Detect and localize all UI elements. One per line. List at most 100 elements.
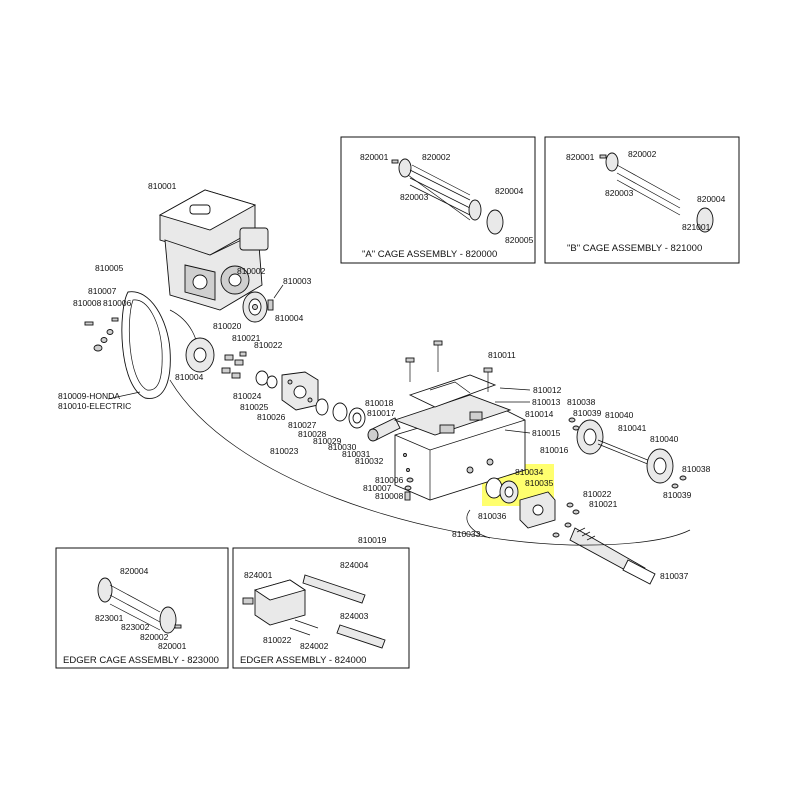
label-a-820001: 820001 — [360, 152, 389, 162]
arc-810019 — [169, 379, 691, 546]
label-g-824003: 824003 — [340, 611, 369, 621]
label-810040a: 810040 — [605, 410, 634, 420]
axle-810041[interactable] — [597, 439, 656, 468]
label-e-823001: 823001 — [95, 613, 124, 623]
label-a-820004: 820004 — [495, 186, 524, 196]
label-b-821001: 821001 — [682, 222, 711, 232]
bolts-810006-810008[interactable] — [84, 317, 119, 352]
label-810009: 810009-HONDA — [58, 391, 120, 401]
label-810016: 810016 — [540, 445, 569, 455]
caption-b-cage: "B" CAGE ASSEMBLY - 821000 — [567, 243, 702, 254]
wheel-810040-b[interactable] — [646, 448, 674, 484]
pulley-810004[interactable] — [185, 337, 215, 373]
label-810035: 810035 — [525, 478, 554, 488]
bolts-810011[interactable] — [405, 340, 493, 392]
label-810010: 810010-ELECTRIC — [58, 401, 131, 411]
bracket-810036[interactable] — [519, 491, 556, 529]
label-b-820003: 820003 — [605, 188, 634, 198]
label-810015: 810015 — [532, 428, 561, 438]
label-810011: 810011 — [488, 350, 516, 360]
label-810003: 810003 — [283, 276, 312, 286]
label-810005: 810005 — [95, 263, 124, 273]
label-810036: 810036 — [478, 511, 507, 521]
label-810006a: 810006 — [103, 298, 132, 308]
label-b-820002: 820002 — [628, 149, 657, 159]
handle-810037[interactable] — [569, 527, 656, 585]
label-810008b: 810008 — [375, 491, 404, 501]
label-810014: 810014 — [525, 409, 554, 419]
label-810027: 810027 — [288, 420, 317, 430]
label-e-823002: 823002 — [121, 622, 150, 632]
label-a-820003: 820003 — [400, 192, 429, 202]
shaft-810017[interactable] — [367, 417, 401, 442]
label-g-824002: 824002 — [300, 641, 329, 651]
bolts-810021-810022[interactable] — [552, 502, 580, 538]
label-810020: 810020 — [213, 321, 242, 331]
label-810012: 810012 — [533, 385, 562, 395]
label-810018: 810018 — [365, 398, 394, 408]
label-g-810022: 810022 — [263, 635, 292, 645]
label-e-820001: 820001 — [158, 641, 187, 651]
edger-drawing[interactable] — [242, 574, 386, 649]
caption-a-cage: "A" CAGE ASSEMBLY - 820000 — [362, 249, 497, 260]
label-e-820004: 820004 — [120, 566, 149, 576]
label-810022b: 810022 — [583, 489, 612, 499]
label-810037: 810037 — [660, 571, 689, 581]
label-810008a: 810008 — [73, 298, 102, 308]
label-a-820002: 820002 — [422, 152, 451, 162]
box-edger-cage — [55, 547, 229, 669]
label-810034: 810034 — [515, 467, 544, 477]
label-810026: 810026 — [257, 412, 286, 422]
label-810041: 810041 — [618, 423, 647, 433]
caption-edger-cage: EDGER CAGE ASSEMBLY - 823000 — [63, 655, 219, 666]
washers-810028-810031[interactable] — [315, 398, 366, 429]
b-cage-drawing[interactable] — [599, 152, 714, 233]
label-810013: 810013 — [532, 397, 561, 407]
box-b-cage — [544, 136, 740, 264]
edger-cage-drawing[interactable] — [97, 577, 182, 634]
label-810032: 810032 — [355, 456, 384, 466]
key-810004[interactable] — [267, 299, 274, 311]
label-a-820005: 820005 — [505, 235, 534, 245]
label-810024: 810024 — [233, 391, 262, 401]
label-810038a: 810038 — [567, 397, 596, 407]
label-810001: 810001 — [148, 181, 177, 191]
label-b-820004: 820004 — [697, 194, 726, 204]
box-a-cage — [340, 136, 536, 264]
bearing-810035[interactable] — [499, 480, 519, 504]
label-810040b: 810040 — [650, 434, 679, 444]
label-810031: 810031 — [342, 449, 371, 459]
label-b-820001: 820001 — [566, 152, 595, 162]
belt-810005[interactable] — [121, 291, 171, 399]
label-810019: 810019 — [358, 535, 387, 545]
label-810021b: 810021 — [589, 499, 618, 509]
label-810039a: 810039 — [573, 408, 602, 418]
bearing-810034[interactable] — [485, 477, 503, 499]
label-810007b: 810007 — [363, 483, 392, 493]
engine[interactable] — [158, 189, 269, 311]
pulley-810003[interactable] — [242, 291, 268, 323]
bolts-810006-810008-frame[interactable] — [404, 477, 414, 501]
label-810002: 810002 — [237, 266, 266, 276]
pins-810038-810039[interactable] — [568, 417, 687, 489]
label-810007a: 810007 — [88, 286, 117, 296]
label-810017: 810017 — [367, 408, 396, 418]
label-810028: 810028 — [298, 429, 327, 439]
hardware-810024-810025[interactable] — [221, 351, 278, 389]
label-810006b: 810006 — [375, 475, 404, 485]
a-cage-drawing[interactable] — [391, 158, 504, 235]
caption-edger: EDGER ASSEMBLY - 824000 — [240, 655, 366, 666]
label-e-820002: 820002 — [140, 632, 169, 642]
label-g-824004: 824004 — [340, 560, 369, 570]
housing-810027[interactable] — [281, 371, 319, 411]
label-810004a: 810004 — [275, 313, 304, 323]
wheel-810040-a[interactable] — [576, 419, 604, 455]
label-g-824001: 824001 — [244, 570, 273, 580]
label-810039b: 810039 — [663, 490, 692, 500]
label-810038b: 810038 — [682, 464, 711, 474]
label-810021a: 810021 — [232, 333, 261, 343]
label-810029: 810029 — [313, 436, 342, 446]
plate-810014[interactable] — [393, 374, 512, 436]
label-810004b: 810004 — [175, 372, 204, 382]
